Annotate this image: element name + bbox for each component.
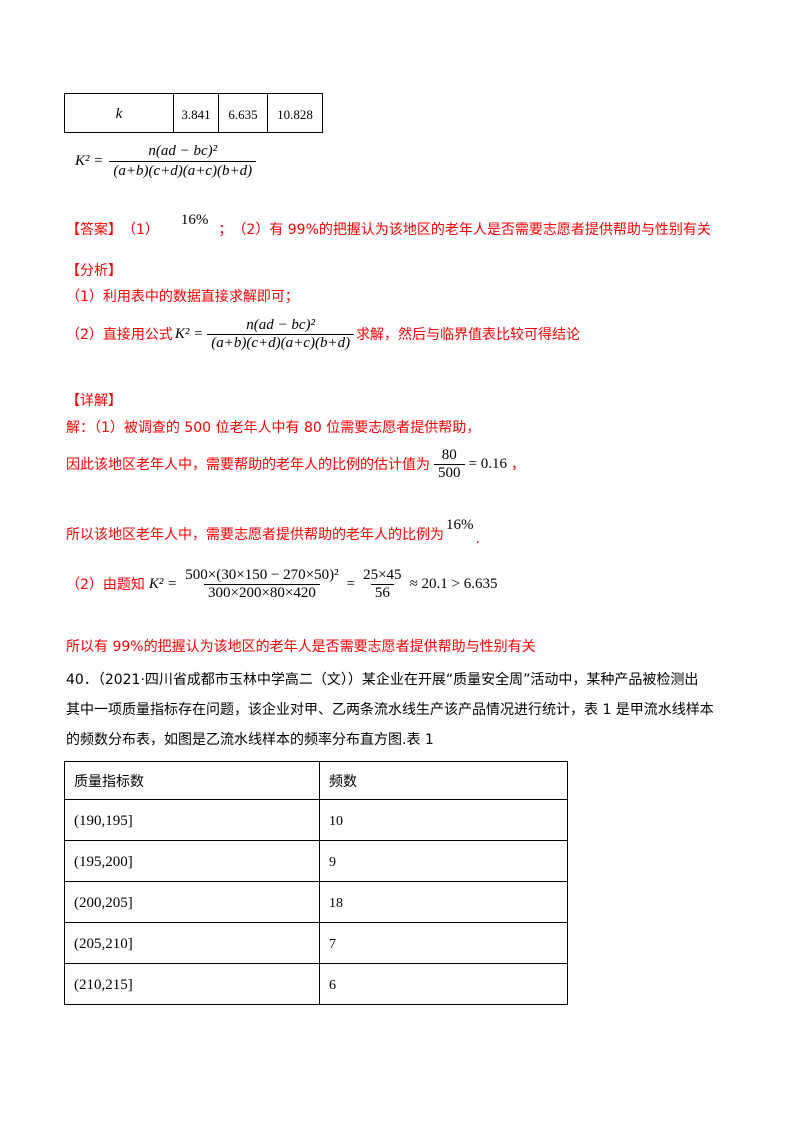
formula-denominator: (a+b)(c+d)(a+c)(b+d): [109, 161, 257, 180]
interval-cell: (200,205]: [64, 881, 320, 923]
analysis-formula-denominator: (a+b)(c+d)(a+c)(b+d): [207, 334, 355, 351]
analysis-formula: K² = n(ad − bc)² (a+b)(c+d)(a+c)(b+d): [174, 317, 355, 351]
detail-line-3-prefix: 所以该地区老年人中，需要志愿者提供帮助的老年人的比例为: [66, 527, 444, 543]
k-value-result: ≈ 20.1 > 6.635: [409, 576, 498, 592]
answer-separator: ；: [218, 222, 233, 238]
problem-line-1: 40．（2021·四川省成都市玉林中学高二（文））某企业在开展“质量安全周”活动…: [66, 672, 699, 688]
problem-line-3: 的频数分布表，如图是乙流水线样本的频率分布直方图.表 1: [66, 732, 434, 748]
count-value: 7: [329, 937, 336, 952]
count-value: 10: [329, 814, 343, 829]
interval-cell: (210,215]: [64, 963, 320, 1005]
table-header-cell: 频数: [319, 761, 568, 800]
detail-line-4: （2）由题知 K² = 500×(30×150 − 270×50)² 300×2…: [66, 568, 498, 601]
interval-value: (195,200]: [74, 854, 133, 870]
interval-value: (200,205]: [74, 895, 133, 911]
estimate-fraction: 80 500: [434, 448, 465, 481]
detail-line-2: 因此该地区老年人中，需要帮助的老年人的比例的估计值为 80 500 = 0.16…: [66, 448, 525, 481]
count-value: 9: [329, 855, 336, 870]
detail-line-3: 所以该地区老年人中，需要志愿者提供帮助的老年人的比例为 16% .: [66, 517, 480, 547]
interval-value: (210,215]: [74, 977, 133, 993]
detail-line-3-suffix: .: [475, 531, 480, 547]
critical-table-value-cell: 10.828: [267, 93, 323, 133]
interval-cell: (205,210]: [64, 922, 320, 964]
count-cell: 7: [319, 922, 568, 964]
analysis-line-2-suffix: 求解，然后与临界值表比较可得结论: [356, 326, 581, 343]
detail-line-2-prefix: 因此该地区老年人中，需要帮助的老年人的比例的估计值为: [66, 456, 430, 473]
detail-line-2-suffix: ，: [510, 456, 525, 473]
critical-table-value-cell: 6.635: [218, 93, 268, 133]
interval-value: (205,210]: [74, 936, 133, 952]
table-row: (210,215] 6: [64, 963, 568, 1005]
count-cell: 6: [319, 963, 568, 1005]
problem-line-2: 其中一项质量指标存在问题，该企业对甲、乙两条流水线生产该产品情况进行统计，表 1…: [66, 702, 714, 718]
critical-table-value-cell: 3.841: [173, 93, 219, 133]
answer-tag: 【答案】: [66, 222, 122, 238]
interval-cell: (195,200]: [64, 840, 320, 882]
k-value-denominator: 300×200×80×420: [204, 584, 320, 601]
analysis-line-1: （1）利用表中的数据直接求解即可；: [66, 289, 299, 305]
k-value-simplified-fraction: 25×45 56: [359, 568, 405, 601]
k-value-numerator: 500×(30×150 − 270×50)²: [185, 567, 339, 583]
analysis-formula-lhs: K² =: [174, 326, 204, 342]
detail-line-1: 解：（1）被调查的 500 位老年人中有 80 位需要志愿者提供帮助，: [66, 420, 481, 436]
k-value-simplified-numerator: 25×45: [363, 567, 402, 583]
header-quality-index: 质量指标数: [74, 774, 144, 790]
header-frequency: 频数: [329, 774, 357, 790]
estimate-numerator: 80: [441, 447, 457, 463]
answer-line: 【答案】 （1） 16% ； （2）有 99%的把握认为该地区的老年人是否需要志…: [66, 212, 711, 238]
count-cell: 9: [319, 840, 568, 882]
critical-value: 10.828: [277, 106, 313, 122]
estimate-result: = 0.16: [468, 456, 507, 472]
k-value-computation: K² = 500×(30×150 − 270×50)² 300×200×80×4…: [149, 568, 498, 601]
formula-lhs: K² =: [75, 153, 104, 169]
k-value-lhs: K² =: [148, 576, 178, 592]
k-squared-formula: K² = n(ad − bc)² (a+b)(c+d)(a+c)(b+d): [75, 143, 257, 180]
interval-value: (190,195]: [74, 813, 133, 829]
frequency-table: 质量指标数 频数 (190,195] 10 (195,200] 9 (200,2…: [64, 761, 568, 1005]
count-cell: 18: [319, 881, 568, 923]
count-value: 18: [329, 896, 343, 911]
critical-table-k-cell: k: [64, 93, 174, 133]
table-row: (195,200] 9: [64, 840, 568, 882]
critical-value: 3.841: [181, 106, 211, 122]
k-value-fraction: 500×(30×150 − 270×50)² 300×200×80×420: [181, 568, 342, 601]
critical-value-table: k 3.841 6.635 10.828: [64, 93, 323, 133]
answer-part1-prefix: （1）: [122, 222, 159, 238]
count-value: 6: [329, 978, 336, 993]
table-header-row: 质量指标数 频数: [64, 761, 568, 800]
detail-line-4-prefix: （2）由题知: [66, 576, 145, 593]
table-row: (190,195] 10: [64, 799, 568, 841]
analysis-line-2-prefix: （2）直接用公式: [66, 326, 173, 343]
count-cell: 10: [319, 799, 568, 841]
critical-value: 6.635: [228, 106, 258, 122]
table-row: (205,210] 7: [64, 922, 568, 964]
analysis-tag: 【分析】: [66, 263, 122, 279]
formula-numerator: n(ad − bc)²: [148, 143, 218, 159]
detail-conclusion: 所以有 99%的把握认为该地区的老年人是否需要志愿者提供帮助与性别有关: [66, 639, 536, 655]
table-header-cell: 质量指标数: [64, 761, 320, 800]
analysis-line-2: （2）直接用公式 K² = n(ad − bc)² (a+b)(c+d)(a+c…: [66, 318, 580, 351]
analysis-formula-numerator: n(ad − bc)²: [246, 317, 316, 333]
answer-part1-value: 16%: [180, 212, 209, 228]
table-row: (200,205] 18: [64, 881, 568, 923]
analysis-formula-fraction: n(ad − bc)² (a+b)(c+d)(a+c)(b+d): [207, 317, 355, 351]
k-value-simplified-denominator: 56: [370, 584, 394, 601]
estimate-expression: 80 500 = 0.16: [434, 448, 507, 481]
critical-table-k-label: k: [115, 106, 123, 122]
interval-cell: (190,195]: [64, 799, 320, 841]
formula-fraction: n(ad − bc)² (a+b)(c+d)(a+c)(b+d): [109, 143, 257, 180]
detail-tag: 【详解】: [66, 393, 122, 409]
k-value-equals: =: [346, 576, 356, 592]
answer-part2: （2）有 99%的把握认为该地区的老年人是否需要志愿者提供帮助与性别有关: [232, 222, 711, 238]
estimate-denominator: 500: [434, 464, 465, 481]
detail-line-3-value: 16%: [446, 517, 474, 533]
